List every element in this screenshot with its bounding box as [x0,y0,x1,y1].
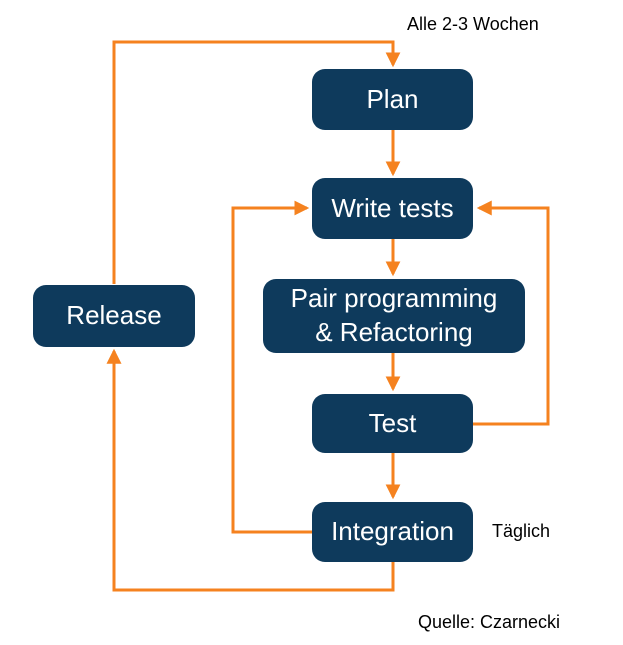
node-plan: Plan [312,69,473,130]
node-test-label: Test [368,407,417,438]
edge-integration-to-write-tests [231,200,312,534]
node-test: Test [312,394,473,453]
node-release: Release [33,285,195,347]
daily-cycle-annotation: Täglich [492,521,551,541]
source-credit: Quelle: Czarnecki [418,612,561,632]
node-release-label: Release [66,300,162,331]
release-cycle-annotation: Alle 2-3 Wochen [407,14,539,34]
node-integration: Integration [312,502,473,562]
node-plan-label: Plan [366,83,419,114]
node-write-tests-label: Write tests [331,192,454,223]
node-integration-label: Integration [331,516,454,547]
node-pair-label-line2: & Refactoring [315,317,473,347]
node-pair-programming-refactoring: Pair programming & Refactoring [263,279,525,353]
node-pair-label-line1: Pair programming [290,283,498,314]
node-write-tests: Write tests [312,178,473,239]
